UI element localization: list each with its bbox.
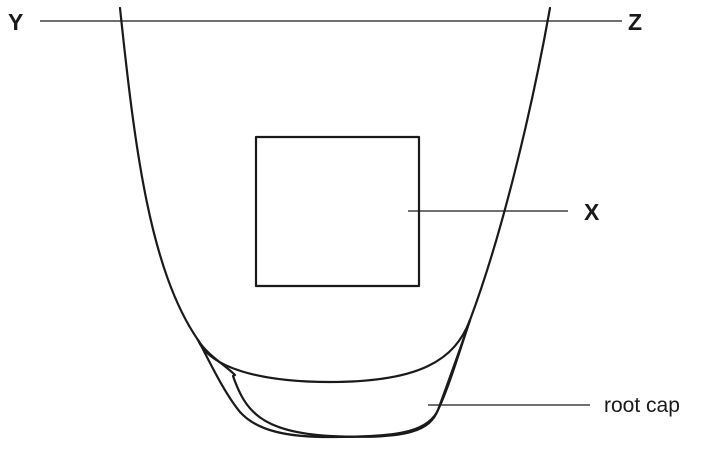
root-cap-boundary bbox=[198, 320, 470, 382]
label-root-cap: root cap bbox=[604, 394, 680, 417]
label-z: Z bbox=[628, 9, 642, 35]
root-outline bbox=[120, 8, 550, 437]
label-y: Y bbox=[8, 9, 23, 35]
region-x-box bbox=[256, 137, 419, 286]
root-cap-outline bbox=[198, 320, 470, 437]
label-x: X bbox=[584, 199, 600, 225]
